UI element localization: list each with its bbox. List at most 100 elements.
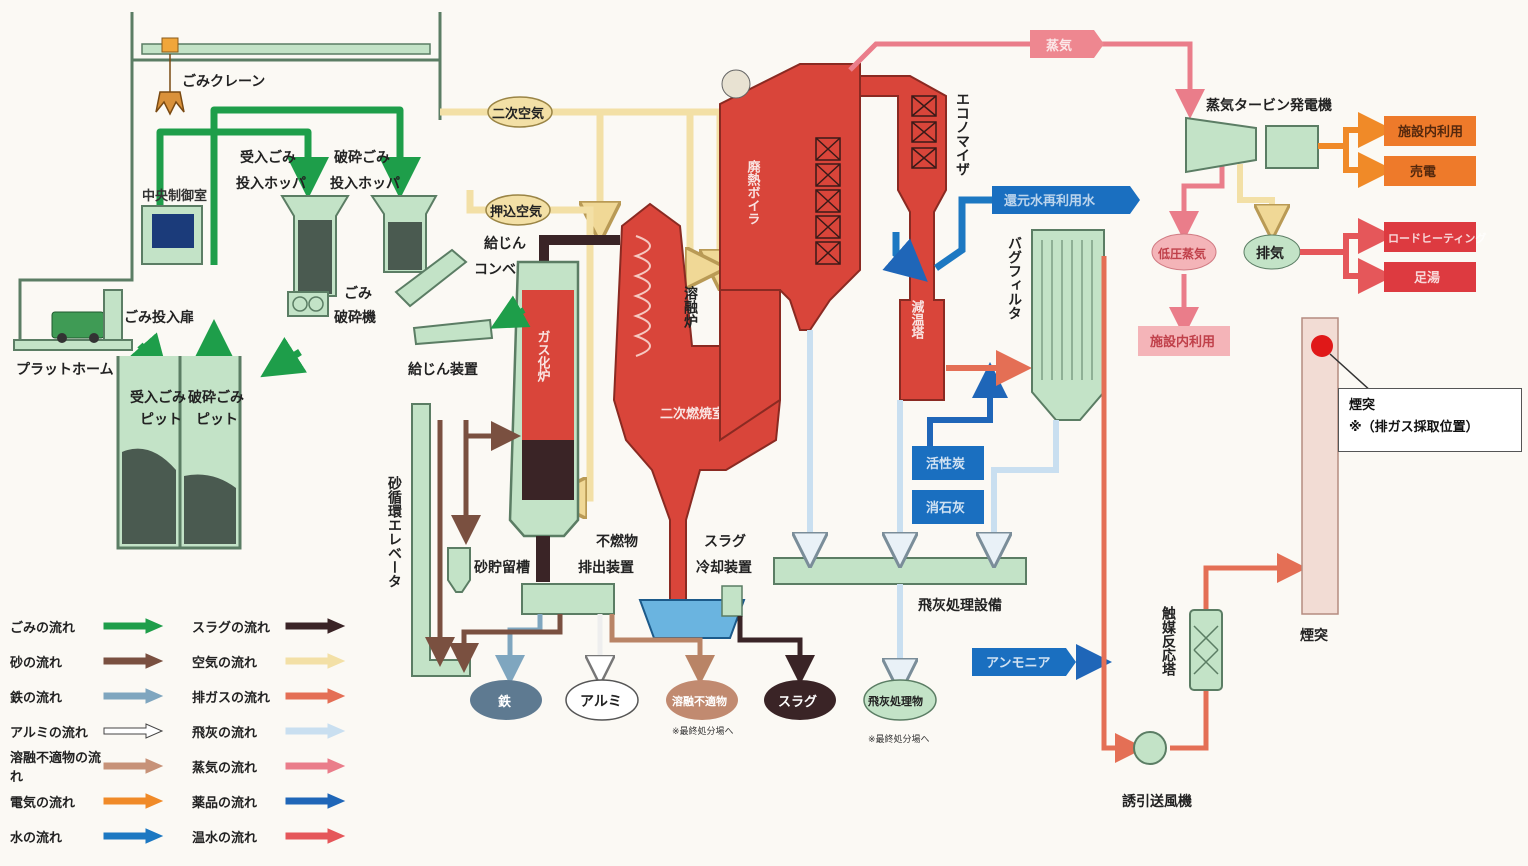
fly-ash-conveyor — [774, 558, 1026, 584]
exhaust-steam-label: 排気 — [1256, 245, 1284, 262]
generator — [1266, 126, 1318, 168]
sand-tank-label: 砂貯留槽 — [473, 559, 530, 576]
catalyst-tower-label: 触媒反応塔 — [1160, 605, 1177, 677]
legend-label: 電気の流れ — [10, 792, 102, 811]
legend-arrow-icon — [102, 793, 164, 809]
fly-ash-facility-label: 飛灰処理設備 — [917, 597, 1002, 614]
receive-hopper-label-2: 投入ホッパ — [236, 176, 306, 192]
road-heating-label: ロードヒーティング — [1388, 231, 1486, 245]
low-pressure-steam-label: 低圧蒸気 — [1157, 246, 1206, 261]
legend-item: 排ガスの流れ — [192, 682, 346, 710]
economizer-label: エコノマイザ — [954, 92, 970, 176]
legend-item: 蒸気の流れ — [192, 752, 346, 780]
slag-conveyor — [722, 586, 742, 616]
footbath-label: 足湯 — [1414, 270, 1440, 286]
legend-arrow-icon — [102, 723, 164, 739]
legend-label: 排ガスの流れ — [192, 687, 284, 706]
callout-title: 煙突 — [1349, 395, 1511, 417]
gasifier-bed — [522, 440, 574, 500]
drop-door-label: ごみ投入扉 — [124, 309, 194, 326]
gasifier-label: ガス化炉 — [535, 330, 551, 383]
final-disposal-1-label: ※最終処分場へ — [672, 725, 734, 737]
noncombust-label-2: 排出装置 — [578, 559, 634, 576]
receive-hopper-fill — [298, 220, 332, 294]
crush-hopper-label-1: 破砕ごみ — [334, 149, 390, 166]
legend-label: 飛灰の流れ — [192, 722, 284, 741]
crane-grab-icon — [156, 54, 184, 114]
legend-arrow-icon — [284, 758, 346, 774]
control-room-monitor — [152, 214, 194, 248]
slag-cooler-label-2: 冷却装置 — [696, 559, 752, 576]
feed-conveyor-label-1: 給じん — [484, 235, 526, 252]
legend-arrow-icon — [102, 618, 164, 634]
crush-hopper-label-2: 投入ホッパ — [330, 176, 400, 192]
cooling-tower-label: 減温塔 — [909, 299, 925, 339]
legend-item: 薬品の流れ — [192, 787, 346, 815]
drop-door — [104, 290, 122, 340]
legend-arrow-icon — [102, 828, 164, 844]
legend-item: 砂の流れ — [10, 647, 164, 675]
iron-label: 鉄 — [498, 694, 511, 710]
slag-label: スラグ — [778, 694, 817, 710]
legend-arrow-icon — [284, 653, 346, 669]
bag-filter-label: バグフィルタ — [1006, 236, 1022, 320]
receive-pit-label-2: ピット — [140, 412, 182, 428]
induced-fan — [1134, 732, 1166, 764]
legend-arrow-icon — [102, 653, 164, 669]
legend-item: 飛灰の流れ — [192, 717, 346, 745]
bag-filter — [1032, 230, 1104, 420]
fly-ash-product-label: 飛灰処理物 — [867, 694, 923, 708]
output-flow-lines — [464, 614, 800, 670]
slag-drop — [536, 536, 550, 582]
legend-item: アルミの流れ — [10, 717, 164, 745]
crusher-label-2: 破砕機 — [334, 309, 376, 326]
legend-item: 電気の流れ — [10, 787, 164, 815]
reuse-water-label: 還元水再利用水 — [1004, 193, 1096, 209]
platform-label: プラットホーム — [16, 362, 114, 378]
legend-item: 溶融不適物の流れ — [10, 752, 164, 780]
exhaust-flow — [1240, 164, 1272, 222]
crane-label: ごみクレーン — [182, 73, 265, 90]
crane-trolley — [162, 38, 178, 52]
legend-label: 空気の流れ — [192, 652, 284, 671]
legend-item: 水の流れ — [10, 822, 164, 850]
central-control-label: 中央制御室 — [142, 188, 207, 204]
legend-label: スラグの流れ — [192, 617, 284, 636]
power-flow-lines — [1318, 130, 1376, 170]
legend-arrow-icon — [284, 793, 346, 809]
receive-pit-label-1: 受入ごみ — [130, 389, 186, 406]
flow-legend: ごみの流れ砂の流れ鉄の流れアルミの流れ溶融不適物の流れ電気の流れ水の流れ スラグの… — [10, 612, 350, 862]
legend-label: 砂の流れ — [10, 652, 102, 671]
legend-item: スラグの流れ — [192, 612, 346, 640]
feed-device-label: 給じん装置 — [408, 361, 478, 378]
waste-boiler-label: 廃熱ボイラ — [745, 159, 762, 225]
crush-pit-label-2: ピット — [196, 412, 238, 428]
legend-arrow-icon — [284, 688, 346, 704]
stack-label: 煙突 — [1300, 627, 1328, 644]
platform — [14, 340, 132, 350]
legend-arrow-icon — [284, 618, 346, 634]
secondary-chamber-label: 二次燃焼室 — [660, 406, 725, 422]
final-disposal-2-label: ※最終処分場へ — [868, 733, 930, 745]
molten-noncombust-label: 溶融不適物 — [672, 694, 727, 708]
stack-sampling-callout: 煙突 ※（排ガス採取位置） — [1338, 388, 1522, 452]
steam-label: 蒸気 — [1046, 38, 1072, 54]
sand-elevator-label: 砂循環エレベータ — [386, 475, 403, 588]
legend-item: 鉄の流れ — [10, 682, 164, 710]
induced-fan-label: 誘引送風機 — [1122, 793, 1192, 810]
secondary-air-label: 二次空気 — [492, 106, 544, 122]
onsite-use-1-label: 施設内利用 — [1398, 124, 1463, 140]
crusher-label-1: ごみ — [344, 285, 372, 302]
slaked-lime-label: 消石灰 — [926, 500, 965, 516]
legend-arrow-icon — [102, 688, 164, 704]
noncombust-label-1: 不燃物 — [596, 533, 638, 550]
legend-item: ごみの流れ — [10, 612, 164, 640]
aluminum-label: アルミ — [580, 694, 622, 710]
hot-water-flow-lines — [1300, 236, 1376, 276]
slag-cooler-label-1: スラグ — [704, 533, 746, 550]
sand-flow-lines — [440, 420, 506, 652]
stack — [1302, 318, 1338, 614]
legend-label: 鉄の流れ — [10, 687, 102, 706]
crusher — [288, 292, 328, 316]
callout-note: ※（排ガス採取位置） — [1349, 417, 1511, 439]
